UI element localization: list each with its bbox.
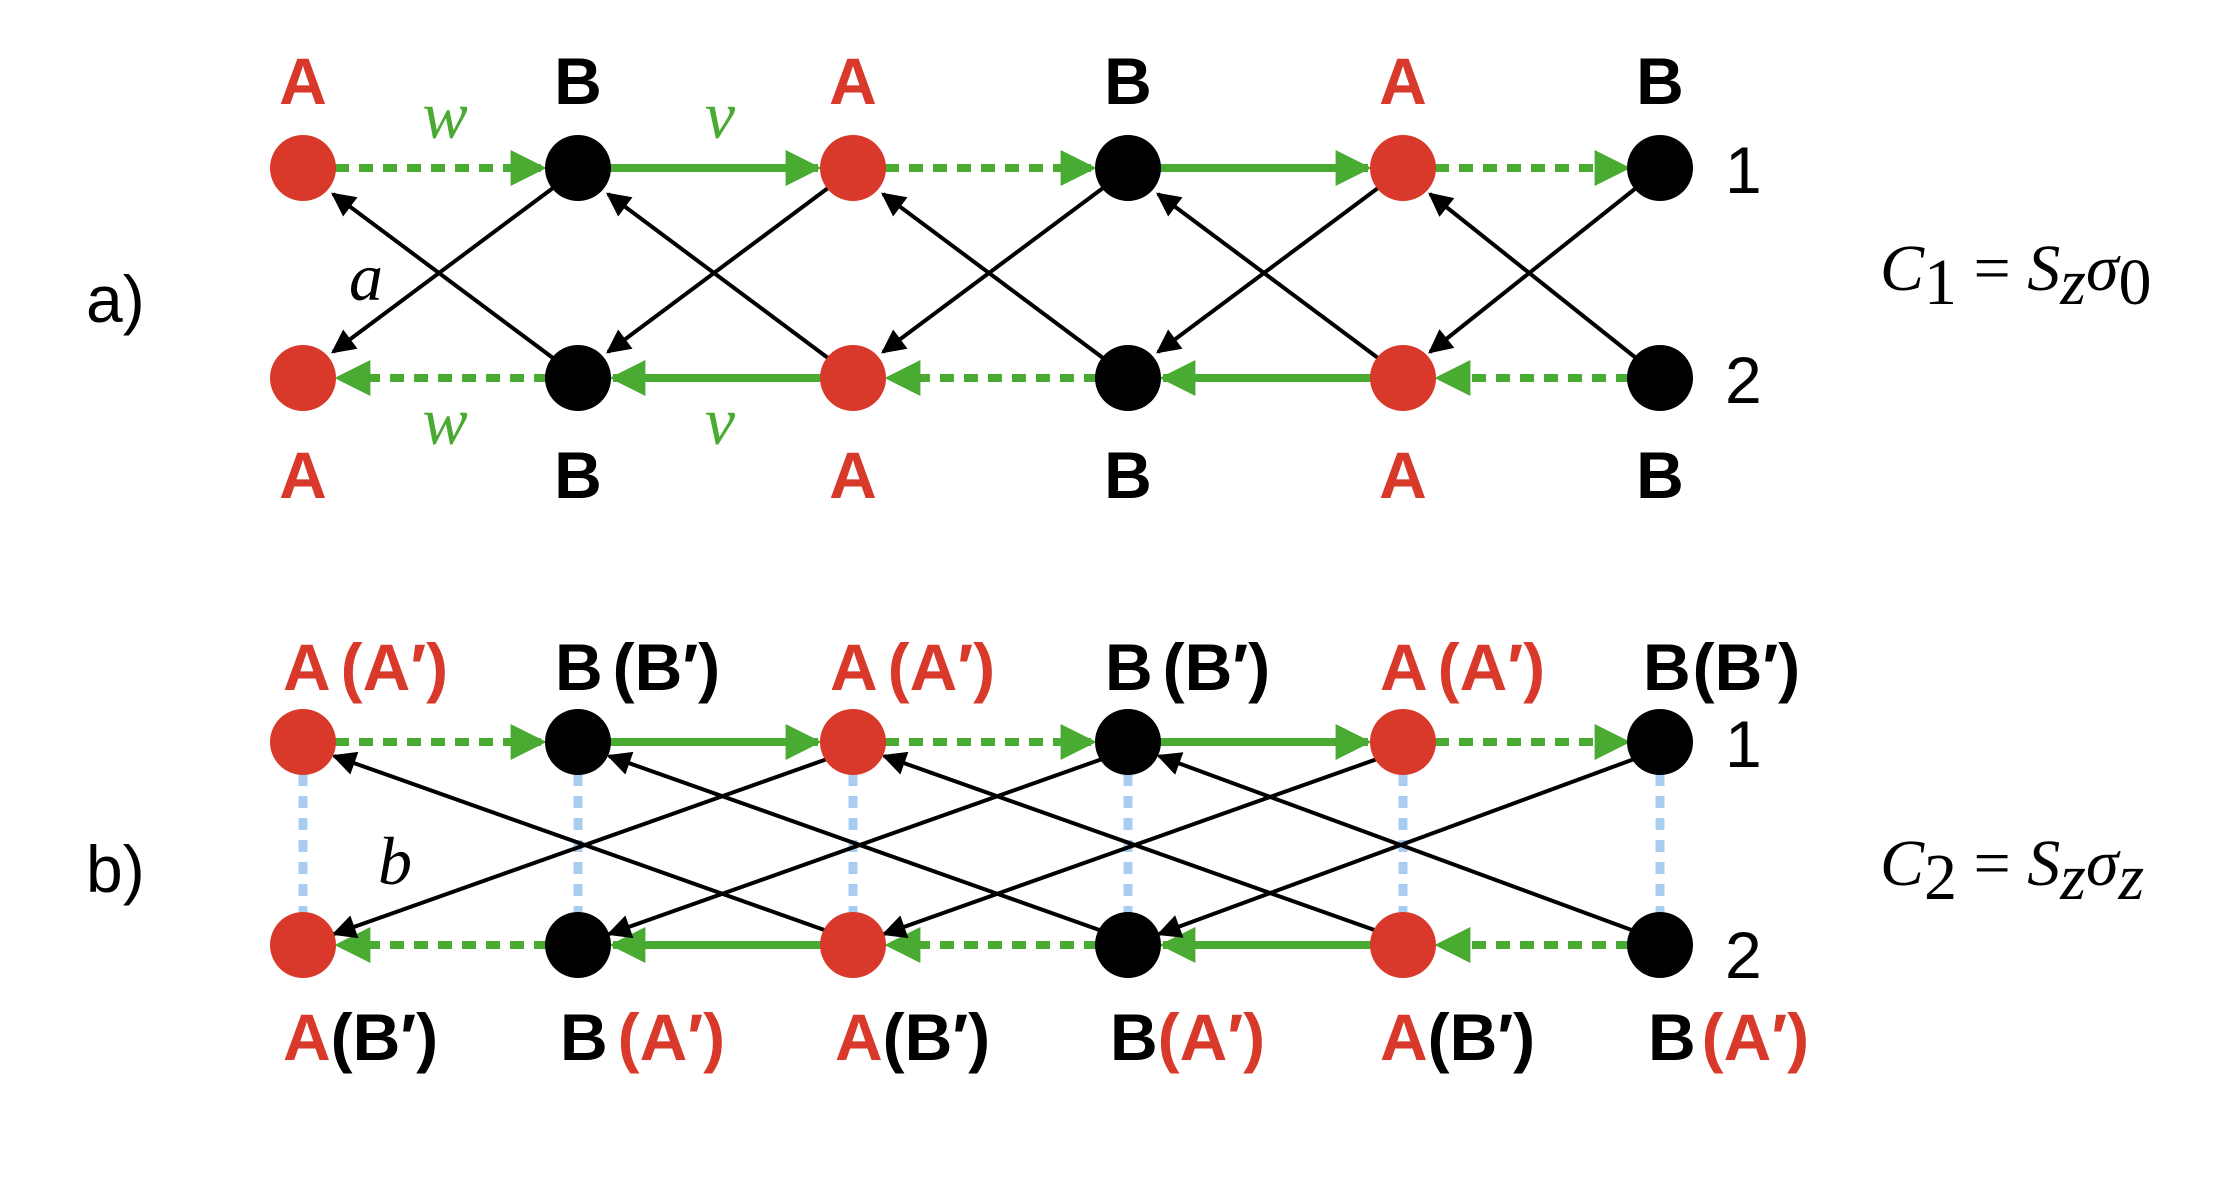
- site-node-a: [1370, 345, 1436, 411]
- hop-a-arrow: [331, 186, 555, 354]
- site-node-a: [820, 709, 886, 775]
- hop-b-arrow: [331, 751, 831, 934]
- site-node-b: [1095, 912, 1161, 978]
- panel-a-top-label: B: [554, 44, 602, 118]
- hop-a-arrow: [331, 192, 555, 360]
- row-index-2: 2: [1725, 343, 1762, 417]
- hop-b-arrow: [606, 751, 1106, 934]
- panel-b-top-label: A(A′): [1380, 630, 1545, 704]
- hop-a-arrow: [1156, 186, 1380, 354]
- panel-a-tag: a): [86, 262, 145, 336]
- site-node-a: [1370, 709, 1436, 775]
- hop-b-label: b: [378, 823, 412, 899]
- panel-a-bottom-label: A: [279, 438, 327, 512]
- panel-b-top-label: A(A′): [830, 630, 995, 704]
- panel-b-bottom-label: A(B′): [1380, 1000, 1535, 1074]
- site-node-a: [1370, 912, 1436, 978]
- panel-a-top-label: A: [1379, 44, 1427, 118]
- site-node-b: [1627, 135, 1693, 201]
- site-node-a: [820, 912, 886, 978]
- panel-a-top-label: A: [829, 44, 877, 118]
- site-node-a: [820, 345, 886, 411]
- site-node-a: [270, 709, 336, 775]
- panel-b-bottom-label: B(A′): [1648, 1000, 1809, 1074]
- panel-b-tag: b): [86, 832, 145, 906]
- site-node-b: [545, 912, 611, 978]
- site-node-b: [545, 709, 611, 775]
- hop-a-arrow: [1428, 186, 1638, 354]
- row-index-2: 2: [1725, 918, 1762, 992]
- panel-a-bottom-label: B: [554, 438, 602, 512]
- hop-v-label-bottom: v: [705, 383, 736, 459]
- site-node-b: [545, 345, 611, 411]
- site-node-b: [1627, 345, 1693, 411]
- equation-c2: C2 = Szσz: [1880, 827, 2144, 914]
- panel-a: a) A B A B A B A B A B A B: [86, 44, 2152, 512]
- site-node-b: [545, 135, 611, 201]
- panel-a-top-label: A: [279, 44, 327, 118]
- site-node-b: [1095, 709, 1161, 775]
- panel-a-bottom-label: B: [1104, 438, 1152, 512]
- site-node-a: [270, 912, 336, 978]
- hop-a-arrow: [606, 186, 830, 354]
- panel-b-top-label: B(B′): [555, 630, 720, 704]
- site-node-a: [820, 135, 886, 201]
- site-node-b: [1627, 912, 1693, 978]
- panel-a-top-label: B: [1636, 44, 1684, 118]
- panel-a-bottom-label: A: [829, 438, 877, 512]
- hop-a-arrow: [606, 192, 830, 360]
- hop-a-arrow: [1428, 192, 1638, 360]
- panel-b-top-label: B(B′): [1643, 630, 1800, 704]
- row-index-1: 1: [1725, 133, 1762, 207]
- hop-a-label: a: [349, 239, 383, 315]
- hop-b-arrow: [881, 751, 1381, 934]
- panel-b-top-label: A(A′): [283, 630, 448, 704]
- site-node-a: [270, 345, 336, 411]
- equation-c1: C1 = Szσ0: [1880, 232, 2152, 319]
- panel-a-top-label: B: [1104, 44, 1152, 118]
- hop-a-arrow: [881, 186, 1105, 354]
- hop-a-arrow: [1156, 192, 1380, 360]
- panel-b-top-label: B(B′): [1105, 630, 1270, 704]
- panel-a-bottom-label: A: [1379, 438, 1427, 512]
- hop-b-arrow: [1156, 752, 1638, 934]
- hop-w-label-bottom: w: [422, 383, 467, 459]
- panel-b-bottom-label: A(B′): [283, 1000, 438, 1074]
- panel-b-bottom-label: A(B′): [835, 1000, 990, 1074]
- panel-b-bottom-label: B(A′): [1110, 1000, 1265, 1074]
- panel-a-bottom-label: B: [1636, 438, 1684, 512]
- site-node-a: [1370, 135, 1436, 201]
- hop-a-arrow: [881, 192, 1105, 360]
- row-index-1: 1: [1725, 707, 1762, 781]
- site-node-a: [270, 135, 336, 201]
- panel-b-bottom-label: B(A′): [560, 1000, 725, 1074]
- panel-b: b) A(A′) B(B′) A(A′) B(B′) A(A′) B(B′) A…: [86, 630, 2144, 1074]
- site-node-b: [1095, 135, 1161, 201]
- site-node-b: [1627, 709, 1693, 775]
- site-node-b: [1095, 345, 1161, 411]
- hop-w-label-top: w: [422, 77, 467, 153]
- hop-v-label-top: v: [705, 77, 736, 153]
